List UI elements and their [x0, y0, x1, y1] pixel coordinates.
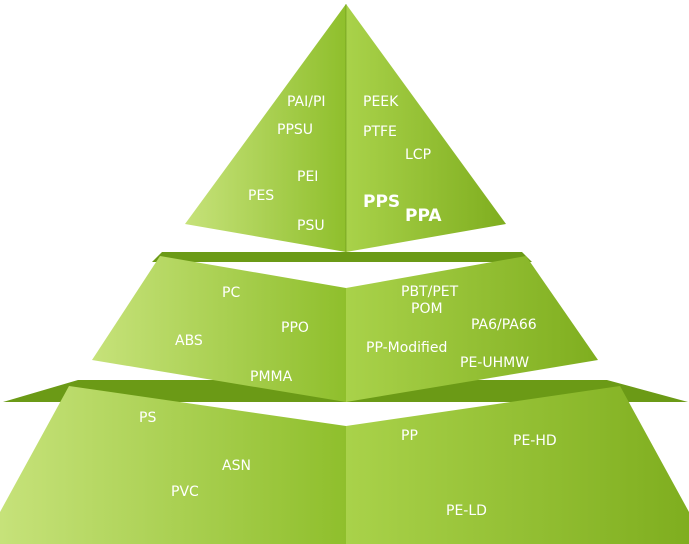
- label-ppa: PPA: [405, 206, 442, 226]
- tier-middle: [92, 252, 598, 402]
- label-peek: PEEK: [363, 94, 399, 110]
- label-pes: PES: [248, 188, 274, 204]
- tier-top-right-face: [346, 4, 506, 252]
- tier-bottom-right-face: [346, 386, 689, 544]
- tier-bottom-left-face: [0, 386, 346, 544]
- label-pc: PC: [222, 285, 240, 301]
- label-pe-hd: PE-HD: [513, 433, 557, 449]
- label-pp: PP: [401, 428, 418, 444]
- label-asn: ASN: [222, 458, 251, 474]
- label-pe-uhmw: PE-UHMW: [460, 355, 529, 371]
- label-ppsu: PPSU: [277, 122, 313, 138]
- label-pps: PPS: [363, 192, 400, 212]
- label-pe-ld: PE-LD: [446, 503, 487, 519]
- tier-top-left-face: [185, 4, 346, 252]
- label-pom: POM: [411, 301, 443, 317]
- label-pvc: PVC: [171, 484, 199, 500]
- label-ptfe: PTFE: [363, 124, 397, 140]
- label-lcp: LCP: [405, 147, 431, 163]
- label-ps: PS: [139, 410, 156, 426]
- tier-middle-right-face: [346, 256, 598, 402]
- label-pai-pi: PAI/PI: [287, 94, 326, 110]
- label-pei: PEI: [297, 169, 318, 185]
- label-psu: PSU: [297, 218, 325, 234]
- label-pp-modified: PP-Modified: [366, 340, 447, 356]
- label-pmma: PMMA: [250, 369, 293, 385]
- tier-bottom: [0, 380, 689, 544]
- tier-middle-top-face: [152, 252, 532, 262]
- label-pbt-pet: PBT/PET: [401, 284, 459, 300]
- label-abs: ABS: [175, 333, 203, 349]
- tier-middle-left-face: [92, 256, 346, 402]
- tier-top: [185, 4, 506, 252]
- label-ppo: PPO: [281, 320, 309, 336]
- label-pa6-pa66: PA6/PA66: [471, 317, 537, 333]
